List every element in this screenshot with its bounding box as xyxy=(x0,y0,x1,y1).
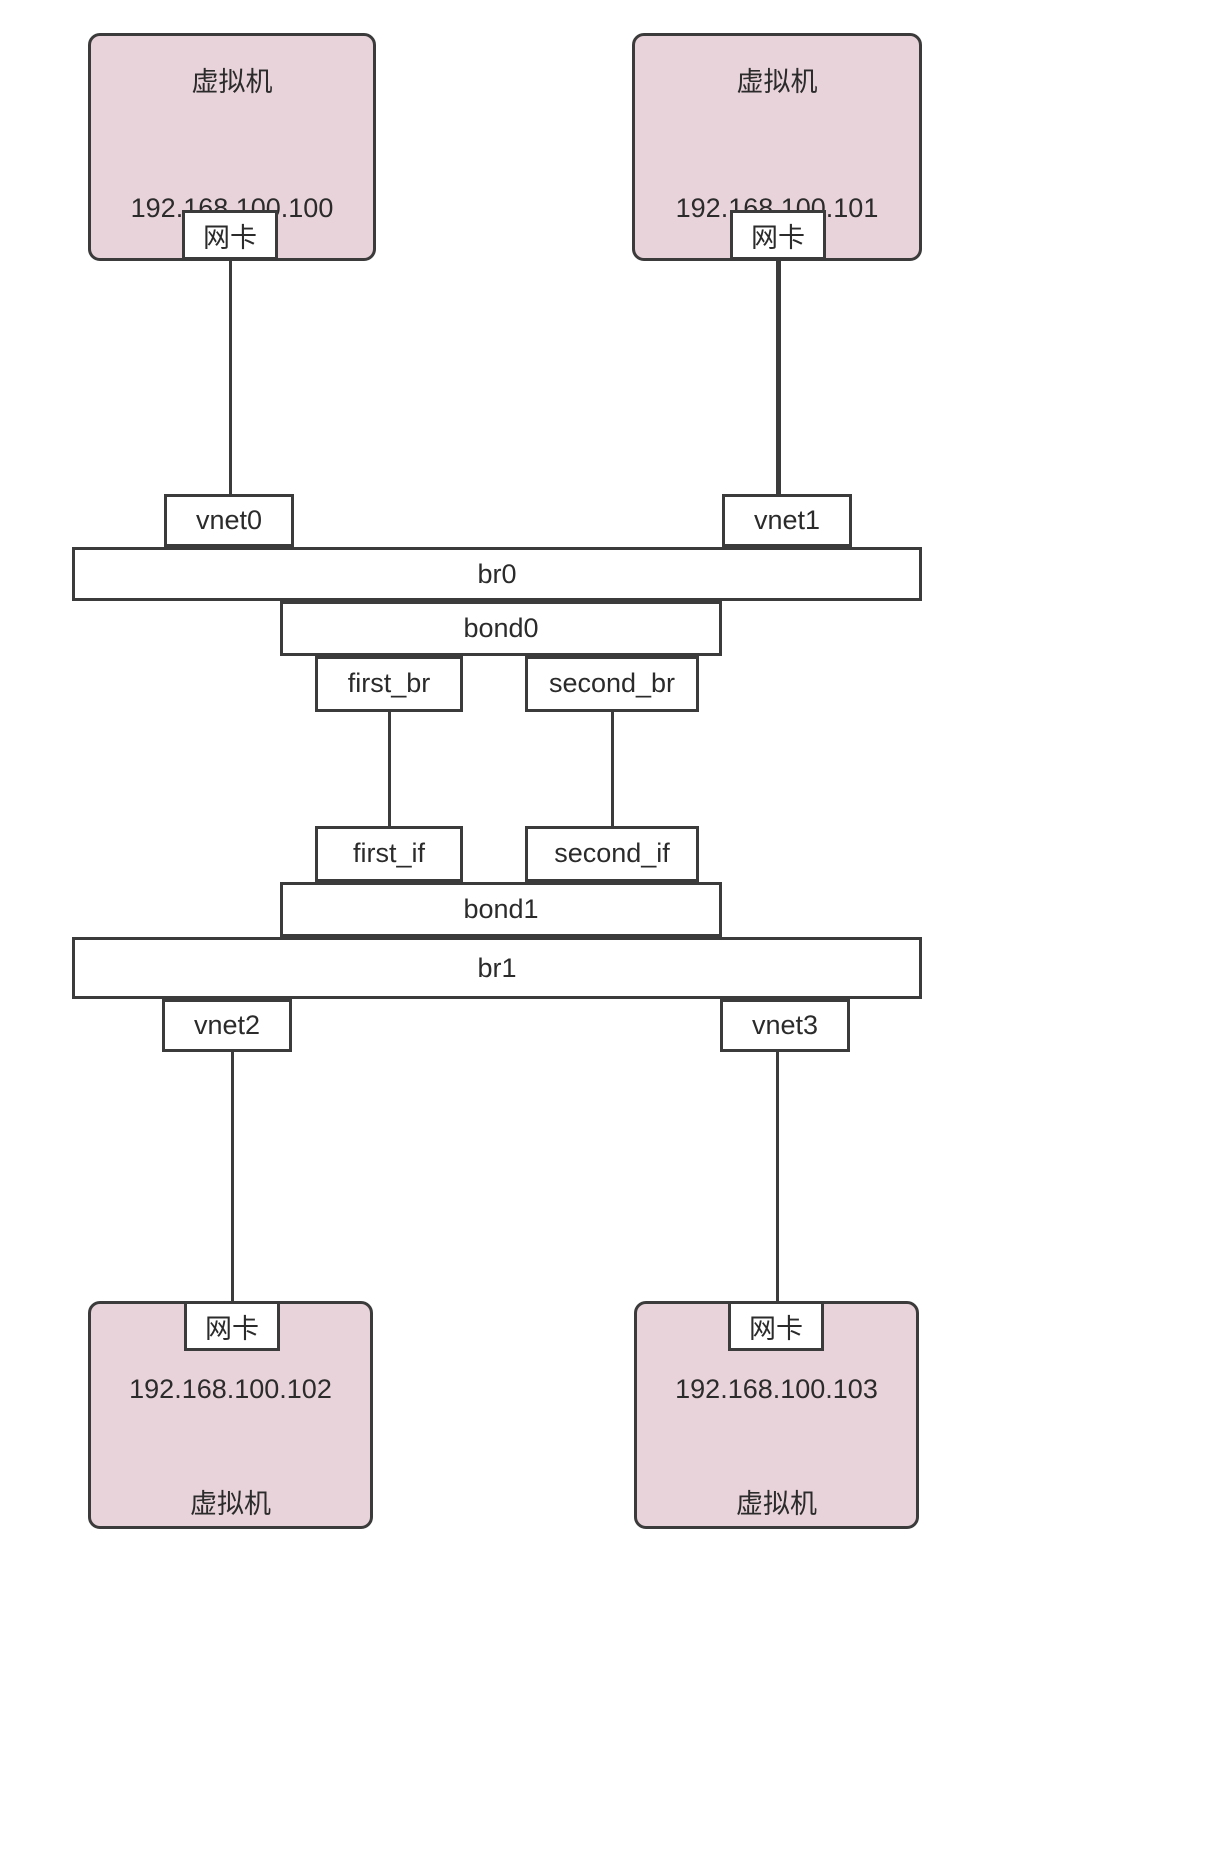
tap-vnet2[interactable]: vnet2 xyxy=(162,999,292,1052)
vm-top-left-title: 虚拟机 xyxy=(191,67,273,97)
vm-bottom-right-ip: 192.168.100.103 xyxy=(675,1374,878,1404)
link-nic0-vnet0 xyxy=(229,260,232,582)
link-vnet2-nic2 xyxy=(231,1052,234,1301)
vm-bottom-left-ip: 192.168.100.102 xyxy=(129,1374,332,1404)
vm-bottom-right-nic[interactable]: 网卡 xyxy=(728,1301,824,1351)
tap-vnet0[interactable]: vnet0 xyxy=(164,494,294,547)
link-nic1-vnet1 xyxy=(776,260,781,582)
slave-second_br[interactable]: second_br xyxy=(525,656,699,712)
vm-top-right-title: 虚拟机 xyxy=(736,67,818,97)
bridge-br1[interactable]: br1 xyxy=(72,937,922,999)
vm-bottom-right-title: 虚拟机 xyxy=(736,1489,817,1519)
link-secondbr-secondif xyxy=(611,712,614,826)
tap-vnet1[interactable]: vnet1 xyxy=(722,494,852,547)
bond-bond0[interactable]: bond0 xyxy=(280,601,722,656)
vm-bottom-left-title: 虚拟机 xyxy=(190,1489,271,1519)
tap-vnet3[interactable]: vnet3 xyxy=(720,999,850,1052)
slave-first_if[interactable]: first_if xyxy=(315,826,463,882)
vm-bottom-left-nic[interactable]: 网卡 xyxy=(184,1301,280,1351)
vm-top-left-nic[interactable]: 网卡 xyxy=(182,210,278,260)
slave-second_if[interactable]: second_if xyxy=(525,826,699,882)
vm-top-right-nic[interactable]: 网卡 xyxy=(730,210,826,260)
bridge-br0[interactable]: br0 xyxy=(72,547,922,601)
slave-first_br[interactable]: first_br xyxy=(315,656,463,712)
link-firstbr-firstif xyxy=(388,712,391,826)
bond-bond1[interactable]: bond1 xyxy=(280,882,722,937)
link-vnet3-nic3 xyxy=(776,1052,779,1301)
